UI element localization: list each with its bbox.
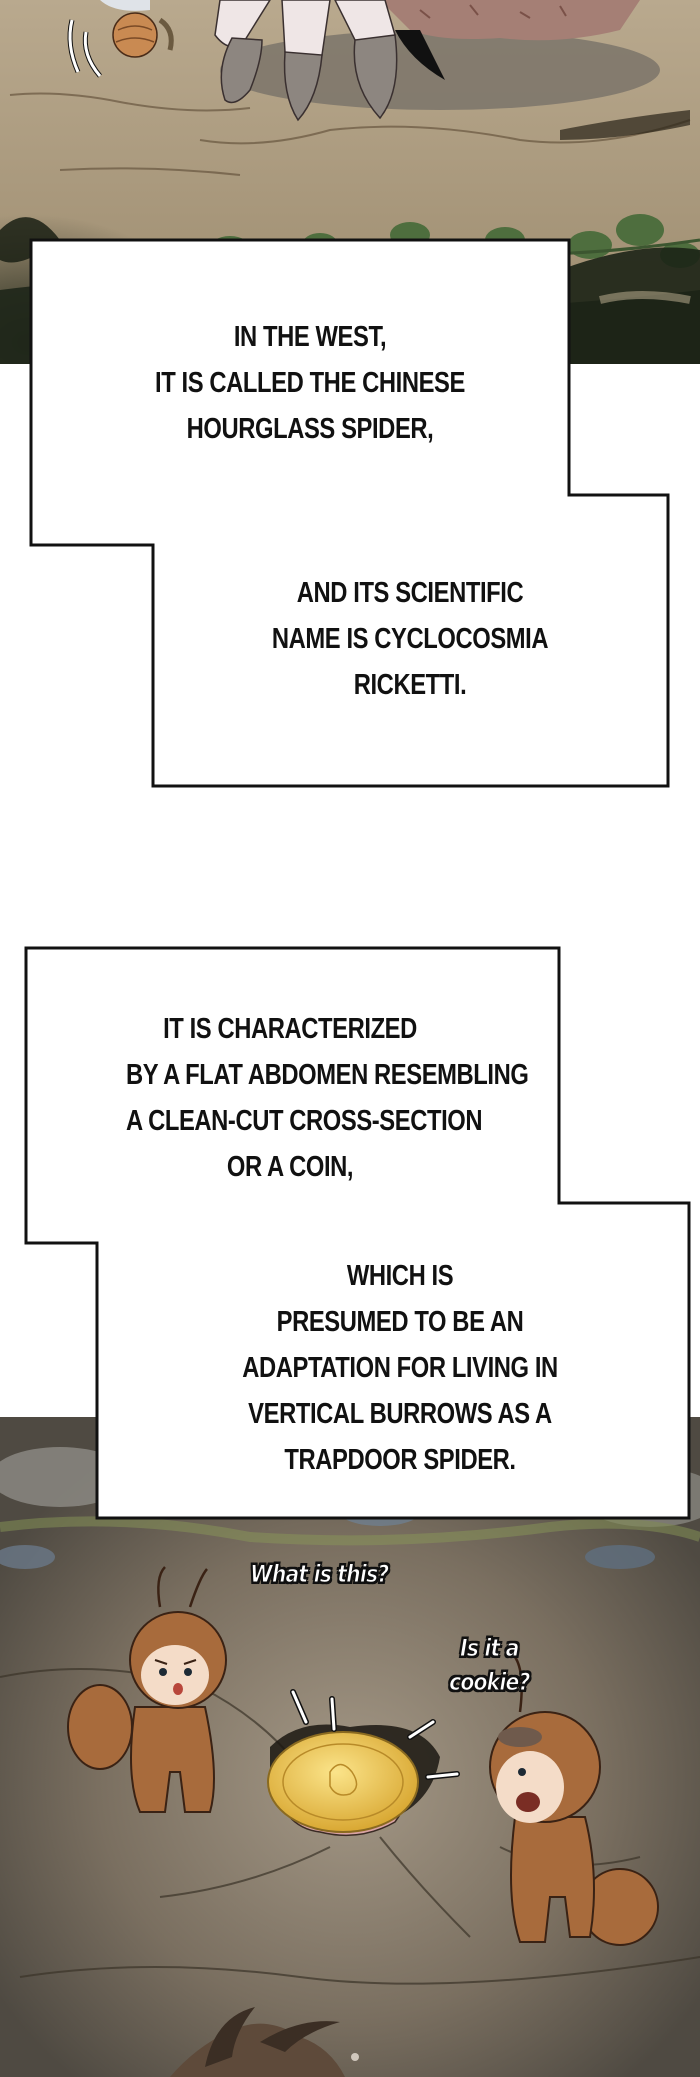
acorn-object [100, 0, 174, 58]
caption-line: ADAPTATION FOR LIVING IN [242, 1352, 558, 1384]
dialogue-line: cookie? [449, 1668, 531, 1697]
caption-box-1: IN THE WEST, IT IS CALLED THE CHINESE HO… [0, 0, 700, 800]
right-ant-character [489, 1656, 659, 1946]
caption-1-paragraph-1: IN THE WEST, IT IS CALLED THE CHINESE HO… [154, 314, 466, 452]
caption-line: IN THE WEST, [233, 321, 387, 353]
motion-lines [67, 19, 102, 78]
coin-disc [267, 1731, 419, 1837]
caption-line: AND ITS SCIENTIFIC [296, 577, 524, 609]
foreground-creature [170, 2007, 359, 2077]
dialogue-line: Is it a [460, 1634, 520, 1663]
dialogue-what-is-this: What is this? [250, 1557, 390, 1591]
caption-line: TRAPDOOR SPIDER. [284, 1444, 516, 1476]
caption-box-2: IT IS CHARACTERIZED BY A FLAT ABDOMEN RE… [24, 946, 691, 1520]
creature-legs [214, 0, 398, 122]
caption-line: IT IS CHARACTERIZED [163, 1013, 417, 1045]
caption-line: VERTICAL BURROWS AS A [248, 1398, 552, 1430]
caption-line: BY A FLAT ABDOMEN RESEMBLING [126, 1059, 529, 1091]
caption-2-paragraph-1: IT IS CHARACTERIZED BY A FLAT ABDOMEN RE… [126, 1006, 529, 1190]
caption-1-paragraph-2: AND ITS SCIENTIFIC NAME IS CYCLOCOSMIA R… [271, 570, 550, 708]
emphasis-lines [290, 1689, 460, 1780]
caption-line: IT IS CALLED THE CHINESE [155, 367, 465, 399]
caption-box-1-frame [29, 238, 670, 788]
caption-line: PRESUMED TO BE AN [276, 1306, 524, 1338]
caption-line: A CLEAN-CUT CROSS-SECTION [126, 1105, 483, 1137]
caption-line: NAME IS CYCLOCOSMIA [271, 623, 549, 655]
caption-2-paragraph-2: WHICH IS PRESUMED TO BE AN ADAPTATION FO… [236, 1253, 564, 1483]
dialogue-is-it-a-cookie: Is it a cookie? [449, 1631, 531, 1699]
caption-line: RICKETTI. [353, 669, 467, 701]
left-ant-character [67, 1566, 227, 1813]
dialogue-line: What is this? [250, 1560, 390, 1589]
caption-line: OR A COIN, [226, 1151, 354, 1183]
caption-line: HOURGLASS SPIDER, [186, 413, 434, 445]
caption-box-2-frame [24, 946, 691, 1520]
caption-line: WHICH IS [346, 1260, 454, 1292]
